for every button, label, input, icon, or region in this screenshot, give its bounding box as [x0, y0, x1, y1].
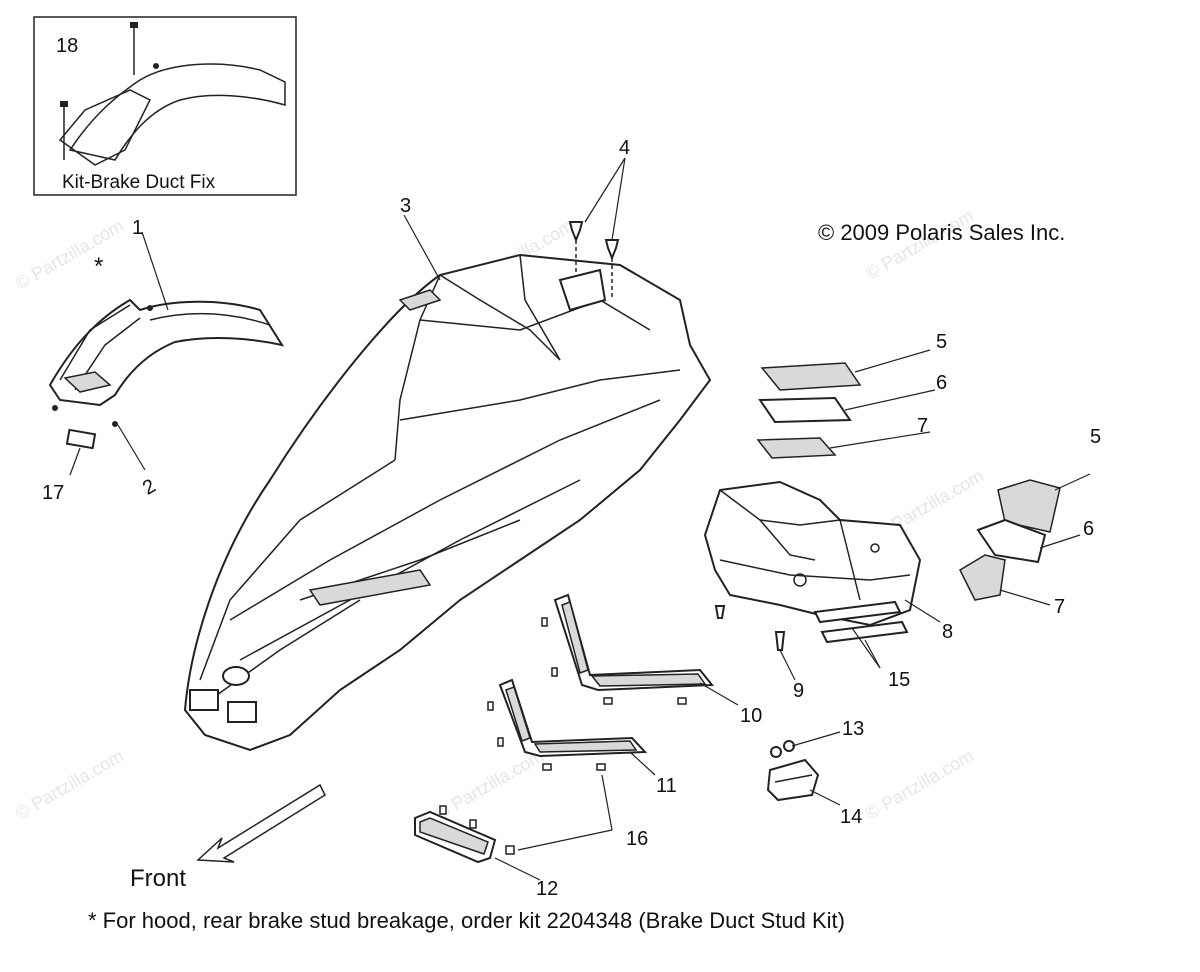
callout-14: 14 — [840, 806, 862, 828]
part-4-screws — [568, 221, 620, 300]
callout-16: 16 — [626, 828, 648, 850]
inset-frame — [33, 16, 297, 196]
callout-10: 10 — [740, 705, 762, 727]
callout-2: 2 — [139, 475, 160, 500]
callout-7-right: 7 — [1054, 596, 1065, 618]
footnote-text: * For hood, rear brake stud breakage, or… — [88, 908, 845, 933]
watermark-text: © Partzilla.com — [432, 745, 547, 823]
watermark-text: © Partzilla.com — [12, 215, 127, 293]
parts-5-6-7-right — [959, 479, 1061, 601]
callout-1: 1 — [132, 217, 143, 239]
callout-11: 11 — [656, 775, 677, 797]
asterisk-note-marker: * — [94, 253, 103, 280]
callout-4: 4 — [619, 137, 630, 159]
callout-12: 12 — [536, 878, 558, 900]
watermark-text: © Partzilla.com — [12, 745, 127, 823]
callout-9: 9 — [793, 680, 804, 702]
callout-8: 8 — [942, 621, 953, 643]
part-9-pin — [714, 605, 786, 651]
callout-3: 3 — [400, 195, 411, 217]
callout-15: 15 — [888, 669, 910, 691]
part-5-right — [997, 479, 1061, 533]
callout-5-right: 5 — [1090, 426, 1101, 448]
leader-lines — [69, 157, 1091, 881]
part-5-upper — [760, 362, 862, 391]
part-10-grille — [541, 593, 715, 705]
part-7-right — [959, 554, 1006, 601]
callout-labels: 1 2 3 4 5 5 6 6 7 7 8 9 10 11 12 13 14 1… — [42, 137, 1101, 900]
part-1-brake-duct — [48, 298, 285, 427]
copyright-text: © 2009 Polaris Sales Inc. — [818, 220, 1065, 245]
inset-brake-duct-drawing — [58, 22, 286, 166]
part-11-grille — [487, 678, 648, 771]
part-8-airbox — [703, 480, 922, 627]
inset-number: 18 — [56, 35, 78, 57]
parts-5-6-7-upper — [756, 362, 862, 459]
callout-5-upper: 5 — [936, 331, 947, 353]
part-3-hood — [183, 253, 712, 752]
inset-kit-brake-duct-fix: 18 Kit-Brake Duct Fix — [33, 16, 297, 196]
inset-caption: Kit-Brake Duct Fix — [62, 172, 216, 193]
callout-6-right: 6 — [1083, 518, 1094, 540]
callout-7-upper: 7 — [917, 415, 928, 437]
part-15-seal-strips — [813, 600, 909, 644]
watermark-text: © Partzilla.com — [862, 745, 977, 823]
callout-13: 13 — [842, 718, 864, 740]
part-17-plate — [65, 428, 97, 450]
part-6-right — [976, 518, 1047, 564]
part-14-bracket — [766, 758, 820, 802]
front-label: Front — [130, 865, 186, 892]
part-7-upper — [756, 437, 837, 459]
part-6-upper — [758, 396, 852, 424]
callout-6-upper: 6 — [936, 372, 947, 394]
callout-17: 17 — [42, 482, 64, 504]
part-12-grille — [414, 805, 515, 864]
front-arrow — [196, 783, 326, 863]
part-13-nuts — [770, 740, 795, 758]
